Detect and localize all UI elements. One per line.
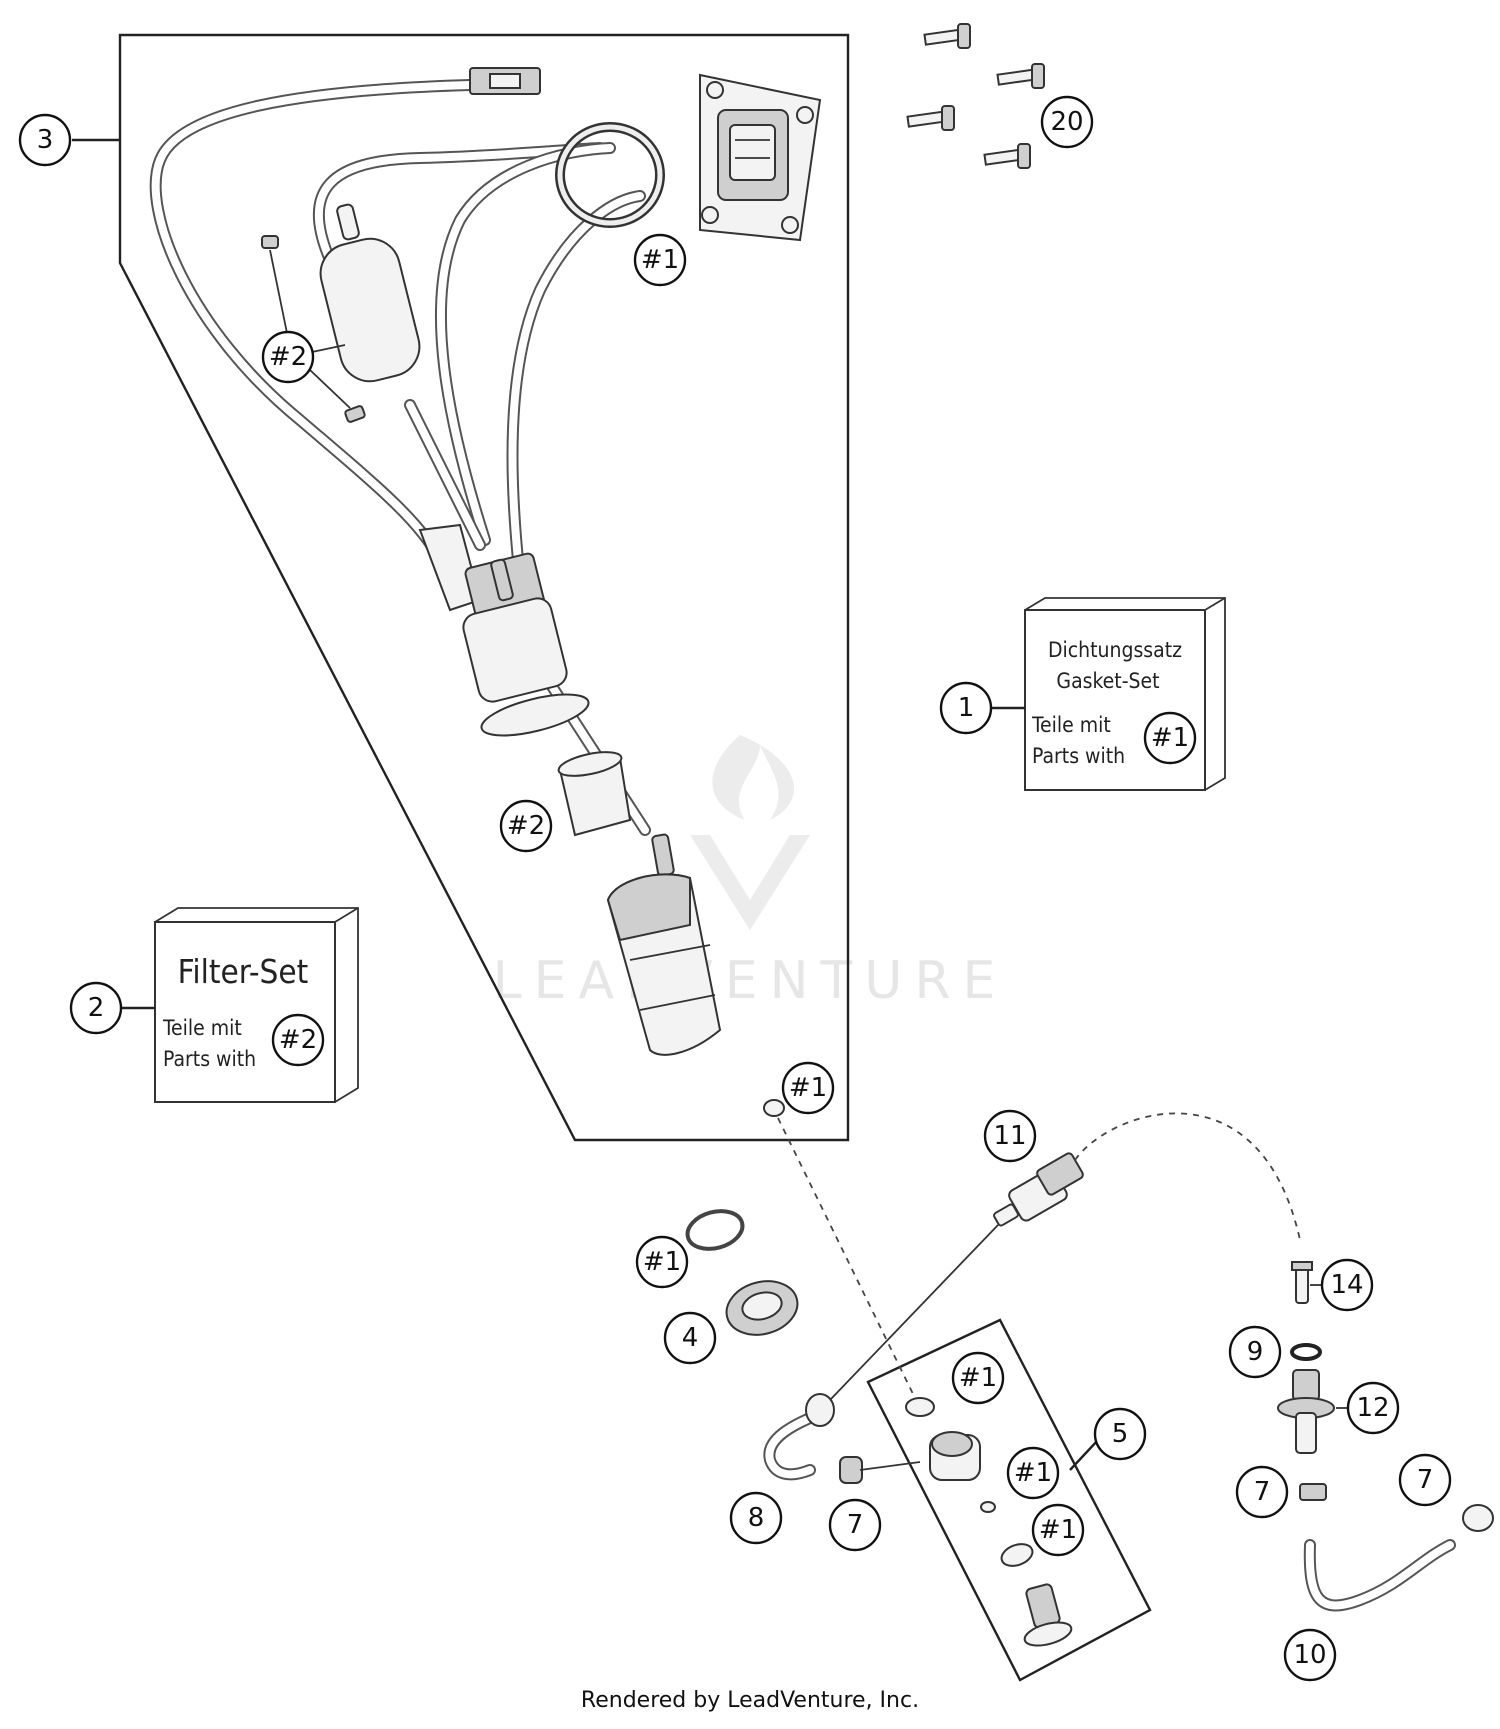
callout-hash2-filter: #2: [261, 330, 315, 384]
callout-hash2-box: #2: [271, 1013, 325, 1067]
footer-credit: Rendered by LeadVenture, Inc.: [580, 1688, 920, 1713]
svg-text:5: 5: [1112, 1419, 1129, 1449]
callout-hash1-ring: #1: [633, 233, 687, 287]
callout-7-far: 7: [1398, 1453, 1452, 1507]
hose-10: [1303, 1539, 1456, 1612]
callout-3: 3: [18, 113, 72, 167]
callout-4: 4: [663, 1311, 717, 1365]
callout-7: 7: [828, 1498, 882, 1552]
svg-text:#1: #1: [959, 1363, 997, 1393]
nipple-12: [1277, 1369, 1335, 1454]
sensor-cable: [1074, 1112, 1301, 1241]
gasket-box-line4: Parts with: [1032, 744, 1125, 768]
callout-7-right: 7: [1235, 1465, 1289, 1519]
svg-text:7: 7: [1417, 1465, 1434, 1495]
svg-text:#1: #1: [1151, 723, 1189, 753]
hose-clamp: [839, 1456, 921, 1484]
svg-text:7: 7: [847, 1510, 864, 1540]
oring-to-block-line: [777, 1117, 916, 1399]
callout-hash1-bottom: #1: [951, 1351, 1005, 1405]
sensor-to-hose-line: [829, 1224, 999, 1401]
callout-5: 5: [1093, 1407, 1147, 1461]
pin-14: [1291, 1261, 1313, 1304]
callout-20: 20: [1040, 95, 1094, 149]
svg-text:3: 3: [37, 125, 54, 155]
callout-hash2-sleeve: #2: [499, 799, 553, 853]
fuel-pump-body: [418, 523, 590, 737]
leader-5: [1069, 1439, 1099, 1471]
callout-hash1-top: #1: [635, 1235, 689, 1289]
gasket-set-box: Dichtungssatz Gasket-Set Teile mit Parts…: [1024, 597, 1226, 791]
gasket-box-line2: Gasket-Set: [1056, 669, 1159, 693]
svg-text:8: 8: [748, 1503, 765, 1533]
flange-ring: [555, 122, 665, 228]
callout-10: 10: [1283, 1628, 1337, 1682]
svg-text:7: 7: [1254, 1477, 1271, 1507]
svg-text:20: 20: [1050, 107, 1083, 137]
harness-wire: [149, 67, 541, 566]
svg-text:#1: #1: [641, 245, 679, 275]
svg-text:#2: #2: [269, 342, 307, 372]
callout-11: 11: [983, 1109, 1037, 1163]
strainer-sleeve: [557, 751, 632, 837]
svg-text:10: 10: [1293, 1640, 1326, 1670]
callout-2: 2: [69, 981, 123, 1035]
filter-box-line2: Parts with: [163, 1047, 256, 1071]
svg-text:9: 9: [1247, 1337, 1264, 1367]
filter-box-line1: Teile mit: [162, 1016, 242, 1040]
svg-text:12: 12: [1356, 1393, 1389, 1423]
svg-text:4: 4: [682, 1323, 699, 1353]
seal-ring: [685, 1209, 745, 1251]
filter-box-title: Filter-Set: [178, 952, 309, 991]
svg-text:#1: #1: [789, 1073, 827, 1103]
callout-14: 14: [1320, 1258, 1374, 1312]
pressure-sensor: [993, 1152, 1084, 1227]
svg-text:#1: #1: [1014, 1458, 1052, 1488]
pump-assembly-frame: [118, 33, 850, 1142]
clamp-7-right: [1299, 1483, 1327, 1501]
oring-9: [1290, 1343, 1322, 1361]
fuel-block-parts: [905, 1397, 1073, 1647]
callout-hash1-box: #1: [1143, 711, 1197, 765]
check-valve: [725, 1280, 799, 1336]
svg-text:11: 11: [993, 1121, 1026, 1151]
callout-hash1-block-mid: #1: [1006, 1446, 1060, 1500]
svg-text:#2: #2: [507, 811, 545, 841]
tank-flange: [699, 73, 822, 242]
callout-8: 8: [729, 1491, 783, 1545]
watermark-text: LEADVENTURE: [493, 951, 1008, 1011]
inline-filter: [261, 203, 421, 423]
screws: [906, 23, 1045, 169]
svg-text:2: 2: [88, 993, 105, 1023]
svg-text:#1: #1: [1039, 1515, 1077, 1545]
svg-text:14: 14: [1330, 1270, 1363, 1300]
leadventure-watermark: LEADVENTURE: [493, 735, 1008, 1011]
small-oring: [763, 1099, 785, 1117]
callout-hash1-block-low: #1: [1031, 1503, 1085, 1557]
callout-12: 12: [1346, 1381, 1400, 1435]
filter-set-box: Filter-Set Teile mit Parts with: [154, 907, 359, 1103]
callout-hash1-flange: #1: [781, 1061, 835, 1115]
svg-text:#1: #1: [643, 1247, 681, 1277]
pump-lower-housing: [606, 833, 722, 1056]
gasket-box-line1: Dichtungssatz: [1048, 638, 1182, 662]
gasket-box-line3: Teile mit: [1031, 713, 1111, 737]
callout-1: 1: [939, 681, 993, 735]
callout-9: 9: [1228, 1325, 1282, 1379]
elbow-hose: [763, 1393, 835, 1481]
clamp-7-far: [1462, 1504, 1494, 1532]
svg-text:1: 1: [958, 693, 975, 723]
fuel-block-frame: [866, 1318, 1152, 1682]
svg-text:#2: #2: [279, 1025, 317, 1055]
